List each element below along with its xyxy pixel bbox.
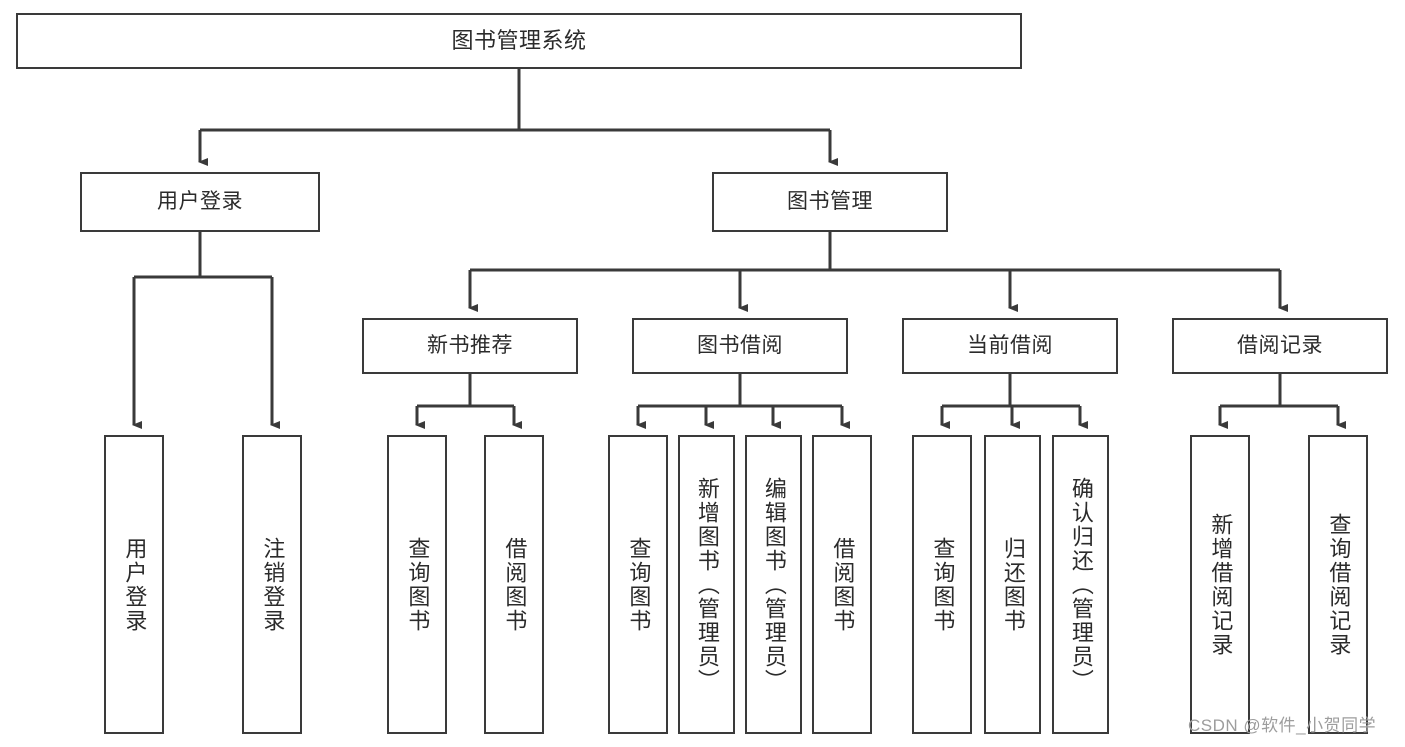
node-leaf-query-book-2[interactable]: 查询图书 xyxy=(608,435,668,734)
node-leaf-user-logout-label: 注销登录 xyxy=(260,536,286,633)
node-leaf-confirm-return[interactable]: 确认归还（管理员） xyxy=(1052,435,1109,734)
node-new-book-recommend[interactable]: 新书推荐 xyxy=(362,318,578,374)
node-book-borrow-label: 图书借阅 xyxy=(697,333,783,357)
node-leaf-query-book-2-label: 查询图书 xyxy=(626,536,652,633)
edges-book-manage-to-level2 xyxy=(468,232,1288,312)
node-current-borrow-label: 当前借阅 xyxy=(967,333,1053,357)
node-leaf-add-book-label: 新增图书（管理员） xyxy=(694,476,720,693)
node-leaf-add-book[interactable]: 新增图书（管理员） xyxy=(678,435,735,734)
edges-borrow-record-to-leaves xyxy=(1218,374,1346,429)
node-leaf-return-book[interactable]: 归还图书 xyxy=(984,435,1041,734)
node-leaf-user-logout[interactable]: 注销登录 xyxy=(242,435,302,734)
node-book-manage[interactable]: 图书管理 xyxy=(712,172,948,232)
node-leaf-confirm-return-label: 确认归还（管理员） xyxy=(1068,476,1094,693)
node-leaf-edit-book[interactable]: 编辑图书（管理员） xyxy=(745,435,802,734)
node-leaf-query-record-label: 查询借阅记录 xyxy=(1326,512,1352,657)
node-borrow-record-label: 借阅记录 xyxy=(1237,333,1323,357)
node-leaf-return-book-label: 归还图书 xyxy=(1000,536,1026,633)
node-leaf-user-login[interactable]: 用户登录 xyxy=(104,435,164,734)
node-leaf-borrow-book-2[interactable]: 借阅图书 xyxy=(812,435,872,734)
node-leaf-query-record[interactable]: 查询借阅记录 xyxy=(1308,435,1368,734)
node-leaf-add-record[interactable]: 新增借阅记录 xyxy=(1190,435,1250,734)
node-borrow-record[interactable]: 借阅记录 xyxy=(1172,318,1388,374)
node-book-manage-label: 图书管理 xyxy=(787,189,873,213)
edges-current-borrow-to-leaves xyxy=(940,374,1088,429)
node-leaf-edit-book-label: 编辑图书（管理员） xyxy=(761,476,787,693)
node-leaf-borrow-book-1-label: 借阅图书 xyxy=(502,536,528,633)
node-new-book-recommend-label: 新书推荐 xyxy=(427,333,513,357)
node-leaf-query-book-1[interactable]: 查询图书 xyxy=(387,435,447,734)
edges-book-borrow-to-leaves xyxy=(636,374,850,429)
edges-root-to-level1 xyxy=(198,69,838,166)
node-leaf-borrow-book-1[interactable]: 借阅图书 xyxy=(484,435,544,734)
node-current-borrow[interactable]: 当前借阅 xyxy=(902,318,1118,374)
node-book-borrow[interactable]: 图书借阅 xyxy=(632,318,848,374)
node-leaf-query-book-3-label: 查询图书 xyxy=(930,536,956,633)
node-leaf-borrow-book-2-label: 借阅图书 xyxy=(830,536,856,633)
node-root-system[interactable]: 图书管理系统 xyxy=(16,13,1022,69)
node-user-login-label: 用户登录 xyxy=(157,189,243,213)
node-leaf-add-record-label: 新增借阅记录 xyxy=(1208,512,1234,657)
node-leaf-query-book-1-label: 查询图书 xyxy=(405,536,431,633)
node-root-label: 图书管理系统 xyxy=(451,28,587,54)
edges-user-login-to-leaves xyxy=(132,232,280,429)
node-leaf-user-login-label: 用户登录 xyxy=(122,536,148,633)
node-user-login[interactable]: 用户登录 xyxy=(80,172,320,232)
edges-new-book-recommend-to-leaves xyxy=(415,374,522,429)
watermark-text: CSDN @软件_小贺同学 xyxy=(1188,716,1377,735)
node-leaf-query-book-3[interactable]: 查询图书 xyxy=(912,435,972,734)
